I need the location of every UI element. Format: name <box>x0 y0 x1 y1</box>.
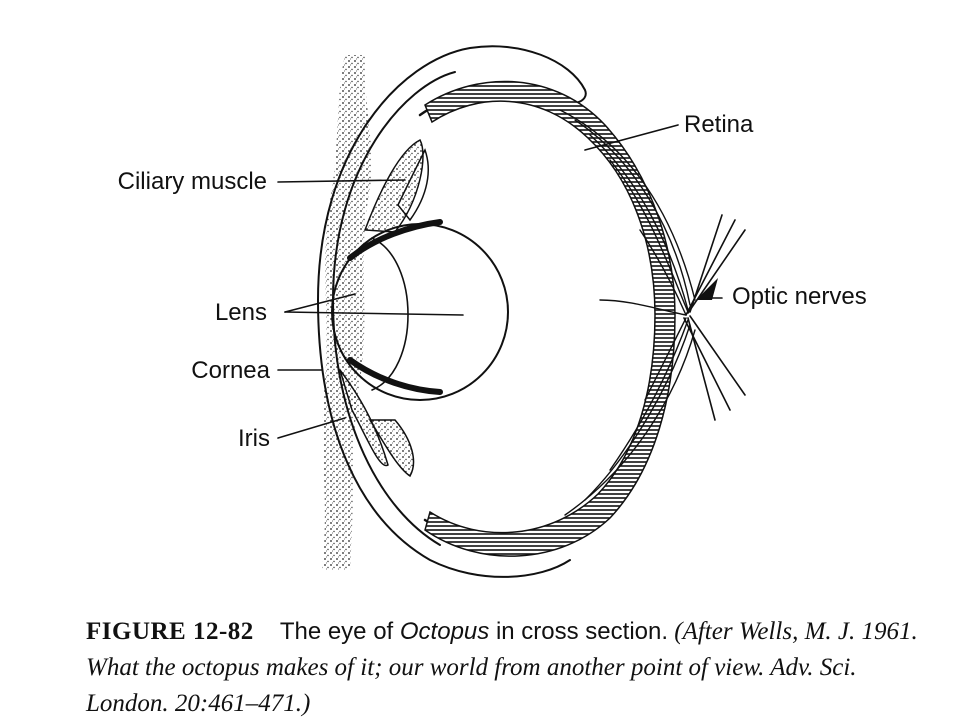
label-retina: Retina <box>684 111 754 138</box>
retina-band <box>424 80 676 557</box>
retina-leader <box>584 124 679 151</box>
figure-number: FIGURE 12-82 <box>86 618 254 645</box>
ciliary-muscle-mass <box>363 139 424 233</box>
label-iris: Iris <box>238 425 270 452</box>
label-optic-nerves: Optic nerves <box>732 283 867 310</box>
iris-leader <box>277 417 346 439</box>
figure-title: The eye of Octopus in cross section. <box>279 618 669 645</box>
ciliary-leader <box>277 179 406 183</box>
iris <box>339 369 389 467</box>
label-cornea: Cornea <box>191 357 270 384</box>
nerve-fibres <box>559 109 696 516</box>
label-ciliary-muscle: Ciliary muscle <box>118 168 267 195</box>
lens-leader-b <box>284 311 464 316</box>
octopus-eye-diagram: Retina Ciliary muscle Optic nerves Lens … <box>118 45 867 578</box>
figure-citation: (After Wells, M. J. 1961. What the octop… <box>86 618 918 717</box>
cornea <box>332 71 456 301</box>
label-lens: Lens <box>215 299 267 326</box>
lens-leader-a <box>284 293 356 313</box>
optic-nerve-bundle <box>683 214 746 421</box>
figure-caption: FIGURE 12-82 The eye of Octopus in cross … <box>86 614 936 722</box>
